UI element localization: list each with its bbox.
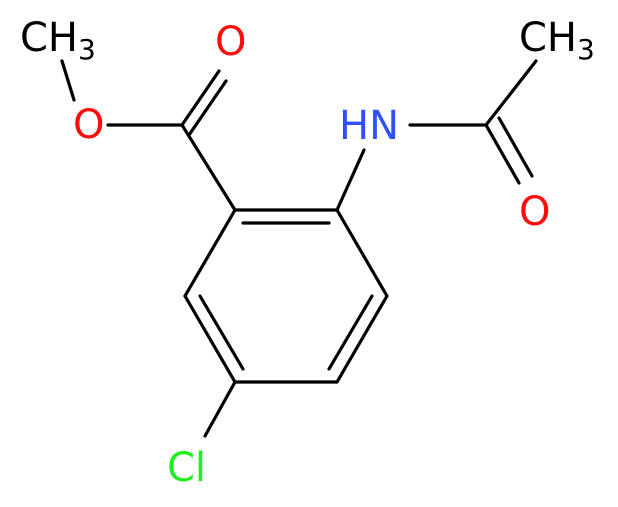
bond-ring-nh — [335, 148, 366, 212]
bond-methyl-ester-oxygen — [60, 59, 76, 102]
atom-labels: CH3 O O HN CH3 O Cl — [20, 15, 595, 491]
ring-bond-c3-c4 — [335, 294, 389, 384]
amide-oxygen-label: O — [519, 189, 550, 235]
bond-amide-oxygen-1 — [484, 123, 521, 185]
bond-carbonyl-oxygen-top-1 — [180, 69, 221, 127]
ring-bond-c6-c1 — [183, 208, 237, 298]
ring-bond-c5-c6-inner — [198, 294, 245, 371]
bond-carbonyl-ring — [180, 123, 237, 212]
bond-ring-chlorine — [203, 380, 237, 438]
chlorine-label: Cl — [167, 445, 206, 491]
ester-oxygen-label: O — [73, 102, 104, 148]
carbonyl-oxygen-top-label: O — [215, 19, 246, 65]
ring-bond-c3-c4-inner — [327, 294, 374, 371]
bonds — [60, 59, 538, 438]
bond-amide-oxygen-2 — [497, 116, 534, 178]
bond-amide-carbon-methyl — [484, 59, 538, 127]
bond-carbonyl-oxygen-top-2 — [187, 79, 228, 137]
ring-bond-c2-c3 — [335, 208, 389, 298]
methyl-left-label: CH3 — [20, 15, 96, 66]
amide-nh-label: HN — [339, 103, 399, 149]
methyl-right-label: CH3 — [519, 15, 595, 66]
ring-bond-c5-c6 — [183, 294, 237, 384]
